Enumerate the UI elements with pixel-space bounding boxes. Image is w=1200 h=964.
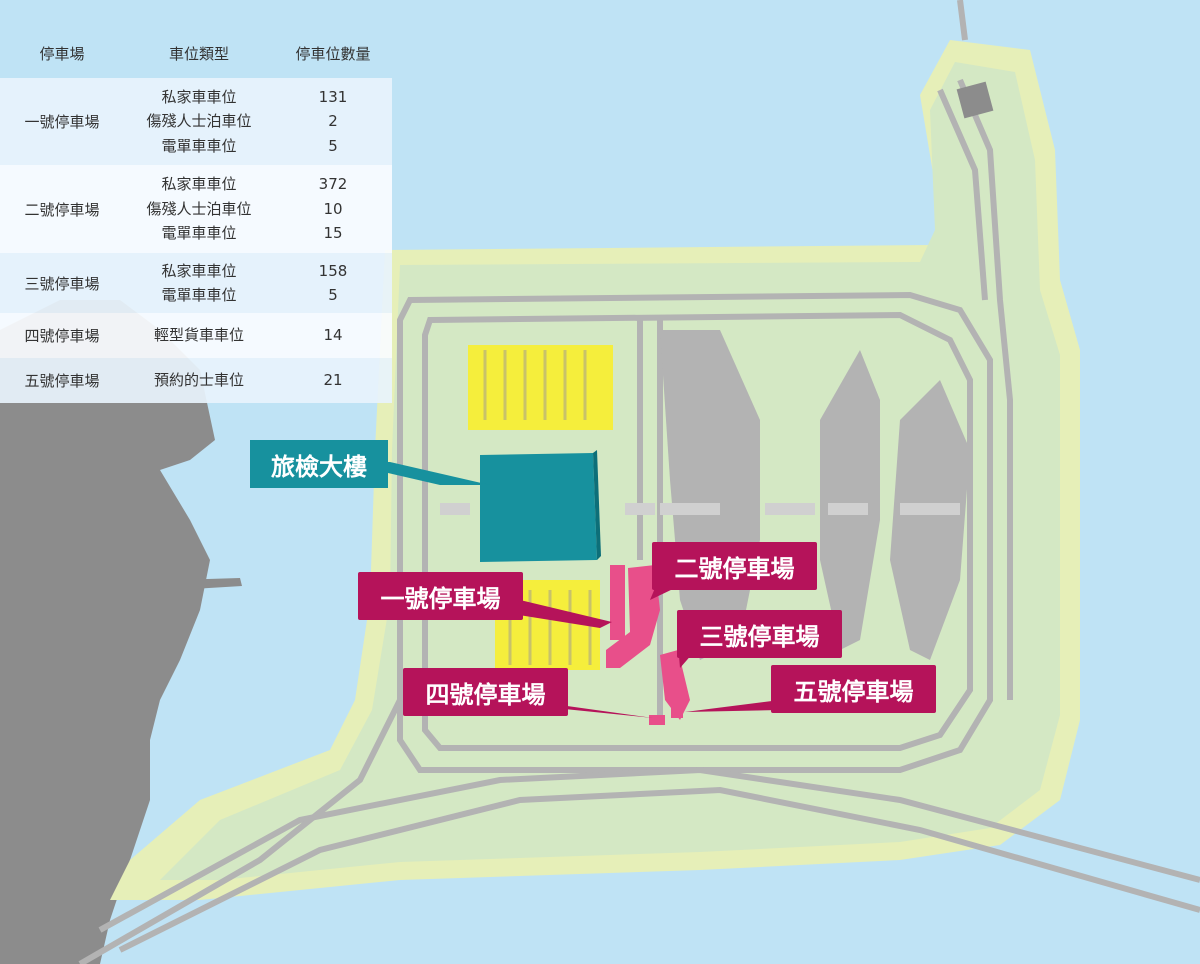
type-cell: 私家車車位 (161, 261, 237, 280)
road-area-3 (890, 380, 970, 660)
row-lot: 四號停車場 (24, 327, 100, 345)
carpark-4-label: 四號停車場 (403, 668, 568, 716)
terminal-building (480, 453, 597, 562)
type-cell: 私家車車位 (161, 87, 237, 106)
count-cell: 10 (323, 199, 343, 218)
type-cell: 預約的士車位 (153, 371, 244, 390)
row-counts: 158 5 (274, 259, 392, 308)
row-lot: 一號停車場 (24, 113, 100, 131)
road-area-2 (820, 350, 880, 650)
row-types: 私家車車位 電單車車位 (124, 259, 274, 308)
table-row: 一號停車場 私家車車位 傷殘人士泊車位 電單車車位 131 2 5 (0, 78, 392, 165)
row-lot: 五號停車場 (24, 372, 100, 390)
row-lot: 三號停車場 (24, 274, 100, 293)
type-cell: 輕型貨車車位 (153, 326, 244, 345)
carpark-1-pointer (500, 600, 612, 628)
carpark-3-area (660, 650, 690, 720)
row-types: 預約的士車位 (124, 368, 274, 393)
row-counts: 131 2 5 (274, 85, 392, 159)
row-types: 輕型貨車車位 (124, 323, 274, 348)
mainland (0, 300, 215, 964)
building-top (956, 81, 994, 119)
count-cell: 2 (328, 112, 338, 131)
mainland-jetty (175, 578, 242, 590)
type-cell: 電單車車位 (161, 224, 237, 243)
type-cell: 私家車車位 (161, 175, 237, 194)
table-row: 五號停車場 預約的士車位 21 (0, 358, 392, 403)
count-cell: 131 (318, 87, 348, 106)
type-cell: 電單車車位 (161, 136, 237, 155)
type-cell: 傷殘人士泊車位 (146, 199, 252, 218)
header-type: 車位類型 (168, 44, 229, 63)
bus-bay-north (468, 345, 613, 430)
type-cell: 傷殘人士泊車位 (146, 112, 252, 131)
carpark-4-area (649, 715, 665, 725)
carpark-5-area (671, 705, 683, 718)
table-row: 二號停車場 私家車車位 傷殘人士泊車位 電單車車位 372 10 15 (0, 165, 392, 253)
carpark-1-label: 一號停車場 (358, 572, 523, 620)
row-types: 私家車車位 傷殘人士泊車位 電單車車位 (124, 85, 274, 159)
row-counts: 21 (274, 368, 392, 393)
type-cell: 電單車車位 (161, 286, 237, 304)
count-cell: 14 (323, 326, 343, 345)
carpark-1-area (610, 565, 625, 640)
count-cell: 5 (328, 136, 338, 155)
carpark-2-label: 二號停車場 (652, 542, 817, 590)
carpark-5-label: 五號停車場 (771, 665, 936, 713)
table-row: 三號停車場 私家車車位 電單車車位 158 5 (0, 253, 392, 313)
carpark-2-area (606, 565, 660, 668)
crossings (440, 503, 960, 515)
parking-table: 停車場 車位類型 停車位數量 一號停車場 私家車車位 傷殘人士泊車位 電單車車位… (0, 28, 392, 403)
count-cell: 21 (323, 371, 343, 390)
count-cell: 15 (323, 224, 343, 243)
row-types: 私家車車位 傷殘人士泊車位 電單車車位 (124, 172, 274, 246)
terminal-label: 旅檢大樓 (250, 440, 388, 488)
carpark-5-pointer (685, 700, 780, 712)
bus-bay-north-lanes (483, 350, 587, 420)
row-counts: 14 (274, 323, 392, 348)
carpark-3-label: 三號停車場 (677, 610, 842, 658)
terminal-building-side (593, 450, 601, 560)
header-lot: 停車場 (39, 44, 85, 63)
count-cell: 5 (328, 286, 338, 304)
table-row: 四號停車場 輕型貨車車位 14 (0, 313, 392, 358)
carpark-2-pointer (650, 588, 675, 600)
row-counts: 372 10 15 (274, 172, 392, 246)
count-cell: 158 (318, 261, 348, 280)
row-lot: 二號停車場 (24, 200, 100, 219)
count-cell: 372 (318, 175, 348, 194)
header-count: 停車位數量 (295, 44, 371, 63)
table-header: 停車場 車位類型 停車位數量 (0, 28, 392, 78)
